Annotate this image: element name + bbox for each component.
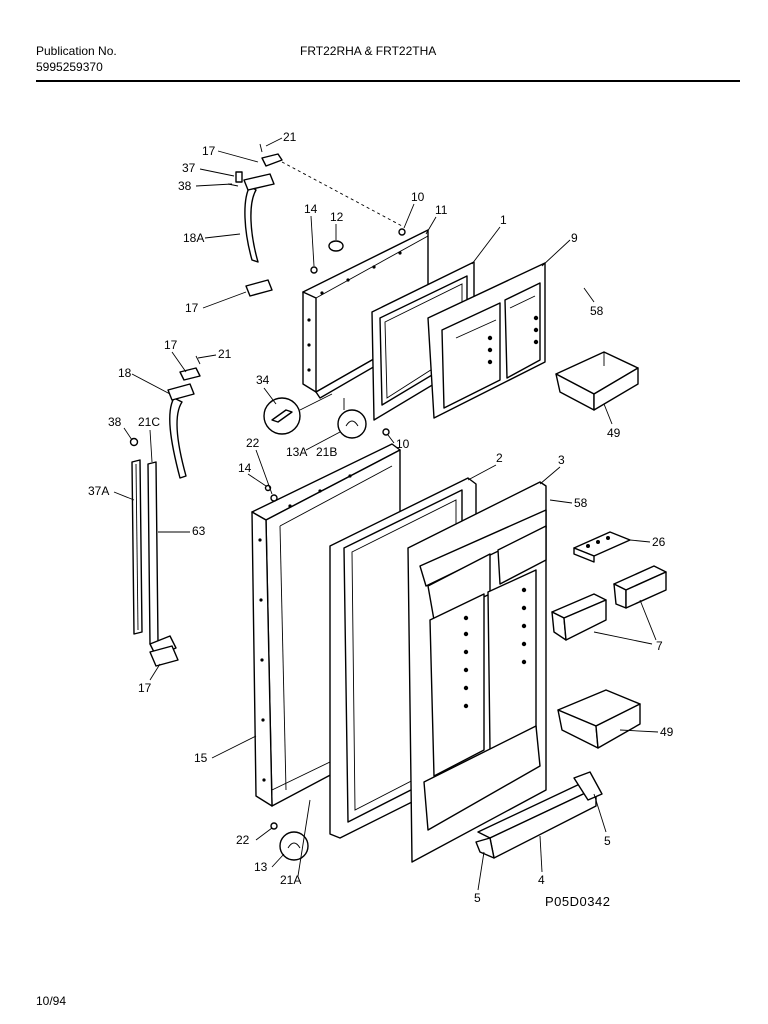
- callout-label: 5: [604, 834, 611, 848]
- callout-label: 11: [435, 203, 448, 217]
- part-49-lower-bin: [557, 689, 641, 749]
- part-34-cap: [263, 397, 301, 435]
- callout-label: 14: [238, 461, 252, 475]
- model-numbers: FRT22RHA & FRT22THA: [300, 44, 437, 58]
- part-63-strip: [147, 461, 177, 657]
- callout-label: 9: [571, 231, 578, 245]
- callout-label: 38: [178, 179, 192, 193]
- callout-label: 58: [574, 496, 588, 510]
- publication-number: 5995259370: [36, 60, 103, 74]
- part-12-plug: [328, 240, 344, 252]
- part-14-plug: [310, 266, 318, 274]
- part-26-egg-tray: [573, 531, 631, 563]
- part-10-plug: [398, 228, 406, 236]
- callout-label: 2: [496, 451, 503, 465]
- callout-label: 15: [194, 751, 208, 765]
- part-18-hinge: [167, 355, 201, 479]
- diagram-code: P05D0342: [545, 894, 611, 909]
- callout-label: 17: [202, 144, 216, 158]
- callout-label: 13A: [286, 445, 307, 459]
- callout-label: 21C: [138, 415, 160, 429]
- callout-label: 38: [108, 415, 122, 429]
- callout-label: 21: [283, 130, 297, 144]
- callout-label: 10: [411, 190, 425, 204]
- part-38-screw: [129, 437, 139, 447]
- callout-label: 17: [138, 681, 152, 695]
- callout-label: 49: [660, 725, 674, 739]
- publication-date: 10/94: [36, 994, 67, 1008]
- callout-label: 10: [396, 437, 410, 451]
- callout-label: 21: [218, 347, 232, 361]
- callout-label: 7: [656, 639, 663, 653]
- part-18a-handle: [227, 143, 283, 297]
- assembly-guide-line: [281, 161, 403, 227]
- part-7-bin-a: [613, 565, 667, 609]
- callout-label: 63: [192, 524, 206, 538]
- callout-label: 21A: [280, 873, 301, 887]
- callout-label: 1: [500, 213, 507, 227]
- part-37a-strip: [131, 459, 143, 635]
- leader-34: [299, 393, 333, 411]
- callout-label: 17: [185, 301, 199, 315]
- part-13a-cap: [337, 409, 367, 439]
- callout-label: 4: [538, 873, 545, 887]
- part-13-cap: [279, 831, 309, 861]
- header-rule: [36, 80, 740, 82]
- callout-label: 18: [118, 366, 132, 380]
- part-10b-plug: [382, 428, 390, 436]
- callout-label: 12: [330, 210, 344, 224]
- publication-label: Publication No.: [36, 44, 117, 58]
- callout-label: 34: [256, 373, 270, 387]
- callout-label: 18A: [183, 231, 204, 245]
- callout-label: 17: [164, 338, 178, 352]
- callout-labels: 21 17 37 38 18A 17 14 12 10 11 1 9 58 17…: [88, 130, 674, 905]
- callout-label: 26: [652, 535, 666, 549]
- callout-label: 49: [607, 426, 621, 440]
- callout-label: 5: [474, 891, 481, 905]
- callout-label: 22: [246, 436, 260, 450]
- callout-label: 22: [236, 833, 250, 847]
- part-freezer-bin: [555, 351, 639, 411]
- part-freezer-liner: [427, 262, 546, 419]
- part-22-plug: [270, 822, 278, 830]
- callout-label: 37A: [88, 484, 109, 498]
- part-7-bin-b: [551, 593, 607, 641]
- callout-label: 37: [182, 161, 196, 175]
- callout-label: 13: [254, 860, 268, 874]
- part-4-rail: [475, 771, 603, 859]
- callout-label: 14: [304, 202, 318, 216]
- callout-label: 21B: [316, 445, 337, 459]
- part-22b-plug: [270, 494, 278, 502]
- part-17-lower-bracket: [149, 645, 179, 667]
- callout-label: 58: [590, 304, 604, 318]
- part-fresh-food-liner: [407, 481, 547, 863]
- callout-label: 3: [558, 453, 565, 467]
